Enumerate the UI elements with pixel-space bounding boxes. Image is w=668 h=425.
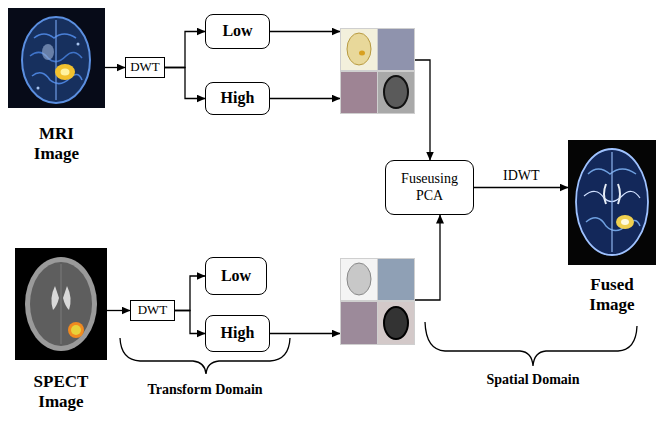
connector-arrow [415,60,430,160]
connector-arrow [105,67,125,68]
connector-arrow [415,215,440,300]
edge-label: IDWT [501,168,542,183]
wavelet-subbands-image [340,28,415,114]
image-panel [340,258,415,345]
image-caption: MRI Image [22,124,92,163]
fused-brain-image [568,140,656,265]
connector-arrow [270,31,340,32]
image-panel: MRI Image [8,8,105,163]
image-panel: SPECT Image [15,248,107,411]
connector-arrow [175,276,205,311]
box-label: DWT [138,303,168,318]
process-box: DWT [125,57,165,78]
spect-brain-image [15,248,107,360]
domain-label: Transform Domain [120,382,290,398]
box-label: DWT [130,60,160,75]
rounded-box: Low [205,14,270,49]
connector-arrow [270,98,340,99]
box-label: Low [222,22,252,40]
connector-arrow [270,333,340,334]
connector-arrow [165,68,205,99]
connector-arrow [474,187,568,188]
image-panel [340,28,415,114]
image-panel: Fused Image [568,140,656,314]
rounded-box: Low [205,257,267,295]
image-caption: Fused Image [577,275,647,314]
box-label: Low [221,267,251,285]
connector-arrow [107,310,130,311]
domain-label: Spatial Domain [450,372,616,388]
box-label: High [221,89,255,107]
rounded-box: Fuseusing PCA [385,160,474,215]
connector-arrow [175,311,205,334]
box-label: Fuseusing PCA [389,171,470,203]
wavelet-subbands-image [340,258,415,345]
box-label: High [221,324,255,342]
curly-bracket [425,322,637,366]
mri-brain-image [8,8,105,108]
process-box: DWT [130,300,175,321]
rounded-box: High [205,315,270,352]
image-caption: SPECT Image [26,372,96,411]
connector-arrow [165,32,205,68]
rounded-box: High [205,82,270,115]
